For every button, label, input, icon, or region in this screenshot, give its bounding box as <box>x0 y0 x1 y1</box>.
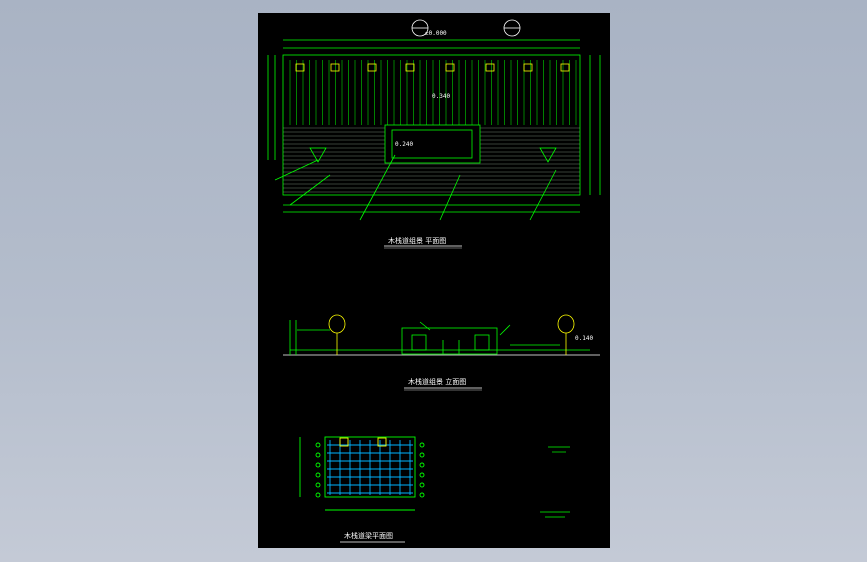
elevation-view <box>283 314 600 356</box>
post-mark <box>295 63 305 72</box>
post-mark <box>523 63 533 72</box>
elev-label-elev: 0.140 <box>575 335 593 342</box>
post-mark <box>445 63 455 72</box>
beam-plan-view <box>299 436 425 511</box>
plan-view <box>267 19 601 221</box>
pier-dot <box>315 452 321 458</box>
detail-symbol-2 <box>540 511 570 518</box>
post-mark <box>560 63 570 72</box>
pier-dot <box>315 472 321 478</box>
pier-dot <box>419 482 425 488</box>
post-mark <box>405 63 415 72</box>
pier-dot <box>315 492 321 498</box>
pier-dot <box>315 482 321 488</box>
elev-label-mid: 0.340 <box>432 93 450 100</box>
detail-symbol-1 <box>548 446 570 453</box>
post-mark <box>485 63 495 72</box>
beam-plan-title: 木栈道梁平面图 <box>344 531 393 540</box>
pier-dot <box>419 492 425 498</box>
pier-dot <box>419 452 425 458</box>
drawing-sheet <box>258 13 610 548</box>
elevation-view-title: 木栈道组景 立面图 <box>408 377 466 386</box>
pier-dot <box>419 442 425 448</box>
elev-label-platform: 0.240 <box>395 141 413 148</box>
post-mark <box>330 63 340 72</box>
pier-dot <box>315 462 321 468</box>
pier-dot <box>419 462 425 468</box>
plan-view-title: 木栈道组景 平面图 <box>388 236 446 245</box>
pier-dot <box>419 472 425 478</box>
pier-dot <box>315 442 321 448</box>
elev-label-top: ±0.000 <box>425 30 447 37</box>
post-mark <box>367 63 377 72</box>
